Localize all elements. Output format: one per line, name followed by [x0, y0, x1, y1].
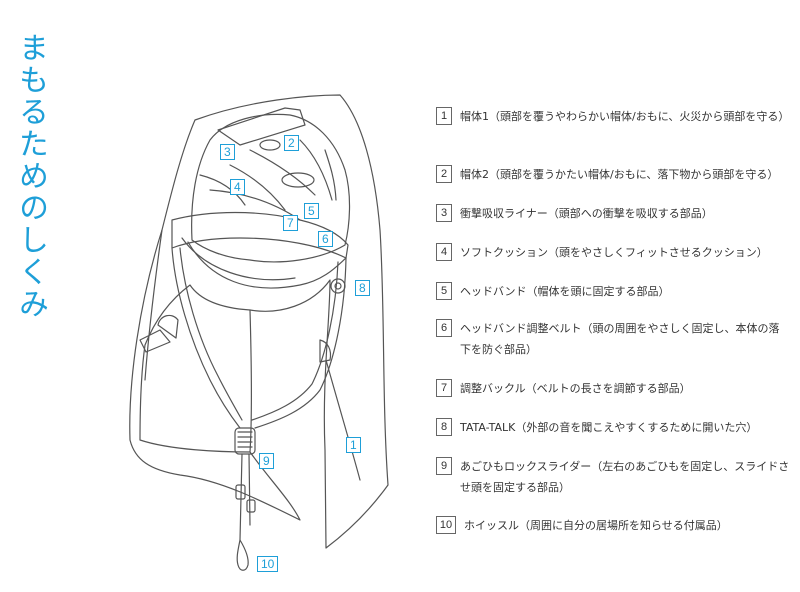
legend-text: ヘッドバンド調整ベルト（頭の周囲をやさしく固定し、本体の落下を防ぐ部品）	[460, 322, 780, 356]
legend-text: ソフトクッション（頭をやさしくフィットさせるクッション）	[460, 246, 768, 259]
callout-6: 6	[318, 231, 333, 247]
legend-item-4: 4 ソフトクッション（頭をやさしくフィットさせるクッション）	[436, 242, 790, 263]
legend-item-8: 8 TATA-TALK（外部の音を聞こえやすくするために開いた穴）	[436, 417, 790, 438]
legend-text: あごひもロックスライダー（左右のあごひもを固定し、スライドさせ頭を固定する部品）	[460, 460, 790, 494]
legend-number: 6	[436, 319, 452, 337]
legend-text: 調整バックル（ベルトの長さを調節する部品）	[460, 382, 691, 395]
legend-text: ヘッドバンド（帽体を頭に固定する部品）	[460, 285, 670, 298]
chin-slider-shape	[234, 427, 256, 455]
legend-number: 10	[436, 516, 456, 534]
callout-9: 9	[259, 453, 274, 469]
legend-text: 衝撃吸収ライナー（頭部への衝撃を吸収する部品）	[460, 207, 713, 220]
legend-item-3: 3 衝撃吸収ライナー（頭部への衝撃を吸収する部品）	[436, 203, 790, 224]
legend-item-9: 9 あごひもロックスライダー（左右のあごひもを固定し、スライドさせ頭を固定する部…	[436, 456, 790, 498]
legend-number: 4	[436, 243, 452, 261]
legend-number: 3	[436, 204, 452, 222]
legend-item-7: 7 調整バックル（ベルトの長さを調節する部品）	[436, 378, 790, 399]
callout-8: 8	[355, 280, 370, 296]
legend-item-10: 10 ホイッスル（周囲に自分の居場所を知らせる付属品）	[436, 515, 794, 536]
legend-item-2: 2 帽体2（頭部を覆うかたい帽体/おもに、落下物から頭部を守る）	[436, 164, 790, 185]
legend-text: 帽体1（頭部を覆うやわらかい帽体/おもに、火災から頭部を守る）	[460, 110, 790, 123]
legend-text: TATA-TALK（外部の音を聞こえやすくするために開いた穴）	[460, 421, 758, 434]
helmet-illustration	[129, 94, 389, 571]
helmet-diagram: 3 2 4 5 7 6 8 1 9 10	[100, 80, 430, 585]
legend-item-5: 5 ヘッドバンド（帽体を頭に固定する部品）	[436, 281, 790, 302]
legend-number: 5	[436, 282, 452, 300]
callout-2: 2	[284, 135, 299, 151]
hard-shell-outline	[191, 113, 351, 263]
callout-4: 4	[230, 179, 245, 195]
legend-item-6: 6 ヘッドバンド調整ベルト（頭の周囲をやさしく固定し、本体の落下を防ぐ部品）	[436, 318, 790, 360]
legend-number: 1	[436, 107, 452, 125]
whistle-shape	[236, 539, 249, 571]
page-title: まもるためのしくみ	[13, 32, 48, 320]
soft-shell-outline	[129, 94, 389, 549]
legend-number: 7	[436, 379, 452, 397]
legend-number: 8	[436, 418, 452, 436]
legend-number: 2	[436, 165, 452, 183]
legend-item-1: 1 帽体1（頭部を覆うやわらかい帽体/おもに、火災から頭部を守る）	[436, 106, 790, 127]
callout-7: 7	[283, 215, 298, 231]
chin-strap-right	[254, 257, 347, 429]
callout-10: 10	[257, 556, 279, 572]
callout-3: 3	[220, 144, 235, 160]
callout-5: 5	[304, 203, 319, 219]
legend-number: 9	[436, 457, 452, 475]
callout-1: 1	[346, 437, 361, 453]
chin-strap-left	[171, 247, 241, 429]
legend-text: 帽体2（頭部を覆うかたい帽体/おもに、落下物から頭部を守る）	[460, 168, 779, 181]
legend-text: ホイッスル（周囲に自分の居場所を知らせる付属品）	[464, 519, 728, 532]
